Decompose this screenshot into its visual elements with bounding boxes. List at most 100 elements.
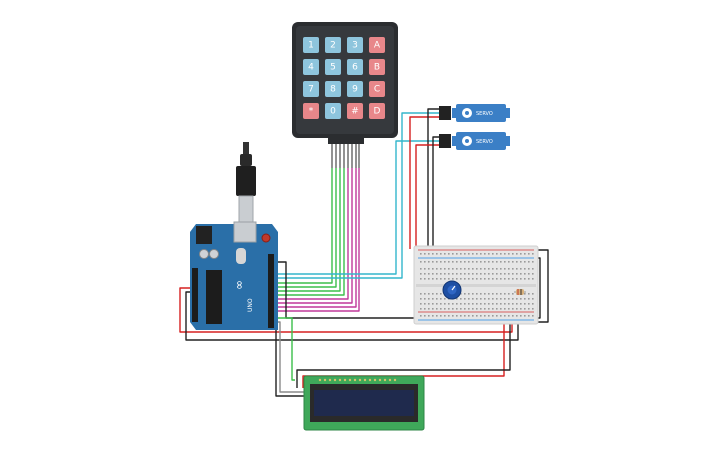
wire-servo1-ground[interactable] xyxy=(427,108,439,249)
breadboard-hole xyxy=(444,278,446,280)
breadboard-hole xyxy=(508,303,510,305)
key-hash[interactable]: # xyxy=(347,103,363,119)
key-4[interactable]: 4 xyxy=(303,59,319,75)
key-a[interactable]: A xyxy=(369,37,385,53)
breadboard-hole xyxy=(452,253,454,255)
key-face[interactable] xyxy=(303,81,319,97)
key-c[interactable]: C xyxy=(369,81,385,97)
breadboard-hole xyxy=(460,278,462,280)
key-0[interactable]: 0 xyxy=(325,103,341,119)
key-face[interactable] xyxy=(369,103,385,119)
breadboard-hole xyxy=(516,253,518,255)
breadboard-hole xyxy=(428,315,430,317)
wire-servo2-signal[interactable] xyxy=(273,140,439,275)
breadboard-hole xyxy=(472,278,474,280)
wire-lcd-black[interactable] xyxy=(296,318,511,388)
key-face[interactable] xyxy=(325,81,341,97)
lcd-pin xyxy=(358,378,362,382)
breadboard-hole xyxy=(520,303,522,305)
breadboard-hole xyxy=(452,308,454,310)
wire-servo2-power[interactable] xyxy=(415,144,439,249)
breadboard-hole xyxy=(508,315,510,317)
breadboard-hole xyxy=(468,315,470,317)
lcd-pin xyxy=(323,378,327,382)
breadboard-hole xyxy=(484,293,486,295)
wire-keypad-8[interactable] xyxy=(273,168,360,312)
key-5[interactable]: 5 xyxy=(325,59,341,75)
breadboard-hole xyxy=(520,273,522,275)
key-face[interactable] xyxy=(325,59,341,75)
wire-bb-rail[interactable] xyxy=(535,249,549,323)
wire-keypad-7[interactable] xyxy=(273,168,357,308)
key-face[interactable] xyxy=(303,103,319,119)
wire-keypad-6[interactable] xyxy=(273,168,353,304)
key-7[interactable]: 7 xyxy=(303,81,319,97)
breadboard-hole xyxy=(528,315,530,317)
wire-keypad-2[interactable] xyxy=(273,168,337,288)
wire-gnd-2[interactable] xyxy=(273,261,422,319)
key-face[interactable] xyxy=(347,37,363,53)
breadboard-hole xyxy=(432,253,434,255)
potentiometer[interactable] xyxy=(442,280,462,300)
breadboard-hole xyxy=(476,303,478,305)
breadboard-hole xyxy=(532,298,534,300)
wire-keypad-4[interactable] xyxy=(273,168,345,296)
breadboard-hole xyxy=(480,268,482,270)
wire-keypad-3[interactable] xyxy=(273,168,341,292)
breadboard-hole xyxy=(492,278,494,280)
key-8[interactable]: 8 xyxy=(325,81,341,97)
breadboard-hole xyxy=(528,268,530,270)
key-d[interactable]: D xyxy=(369,103,385,119)
key-face[interactable] xyxy=(303,59,319,75)
breadboard-hole xyxy=(472,268,474,270)
wire-5v[interactable] xyxy=(179,287,513,333)
breadboard-hole xyxy=(524,308,526,310)
wire-servo1-signal[interactable] xyxy=(273,112,439,279)
breadboard-hole xyxy=(460,273,462,275)
breadboard-hole xyxy=(472,273,474,275)
key-3[interactable]: 3 xyxy=(347,37,363,53)
wire-servo1-power[interactable] xyxy=(409,116,439,249)
key-b[interactable]: B xyxy=(369,59,385,75)
key-face[interactable] xyxy=(303,37,319,53)
key-9[interactable]: 9 xyxy=(347,81,363,97)
breadboard-hole xyxy=(524,273,526,275)
key-face[interactable] xyxy=(369,59,385,75)
usb-port xyxy=(233,221,257,243)
wire-keypad-1[interactable] xyxy=(273,168,333,284)
key-1[interactable]: 1 xyxy=(303,37,319,53)
breadboard-hole xyxy=(488,268,490,270)
breadboard-hole xyxy=(468,293,470,295)
breadboard-hole xyxy=(516,278,518,280)
key-face[interactable] xyxy=(347,81,363,97)
breadboard-hole xyxy=(532,315,534,317)
key-face[interactable] xyxy=(347,59,363,75)
key-face[interactable] xyxy=(325,37,341,53)
wire-servo2-ground[interactable] xyxy=(432,136,439,249)
key-face[interactable] xyxy=(369,81,385,97)
breadboard-hole xyxy=(524,278,526,280)
capacitor-1 xyxy=(199,249,209,259)
key-face[interactable] xyxy=(369,37,385,53)
reset-button[interactable] xyxy=(261,233,271,243)
wire-gnd[interactable] xyxy=(185,257,541,341)
breadboard-hole xyxy=(476,315,478,317)
breadboard-hole xyxy=(504,261,506,263)
key-label: 5 xyxy=(330,63,336,73)
key-2[interactable]: 2 xyxy=(325,37,341,53)
breadboard-hole xyxy=(436,278,438,280)
key-6[interactable]: 6 xyxy=(347,59,363,75)
key-face[interactable] xyxy=(325,103,341,119)
wire-keypad-5[interactable] xyxy=(273,168,349,300)
breadboard-hole xyxy=(456,298,458,300)
breadboard-hole xyxy=(456,253,458,255)
breadboard-hole xyxy=(476,293,478,295)
breadboard-hole xyxy=(440,278,442,280)
lcd-pin xyxy=(328,378,332,382)
breadboard-hole xyxy=(424,303,426,305)
breadboard-hole xyxy=(520,261,522,263)
breadboard-hole xyxy=(512,278,514,280)
key-star[interactable]: * xyxy=(303,103,319,119)
key-face[interactable] xyxy=(347,103,363,119)
breadboard-hole xyxy=(468,278,470,280)
